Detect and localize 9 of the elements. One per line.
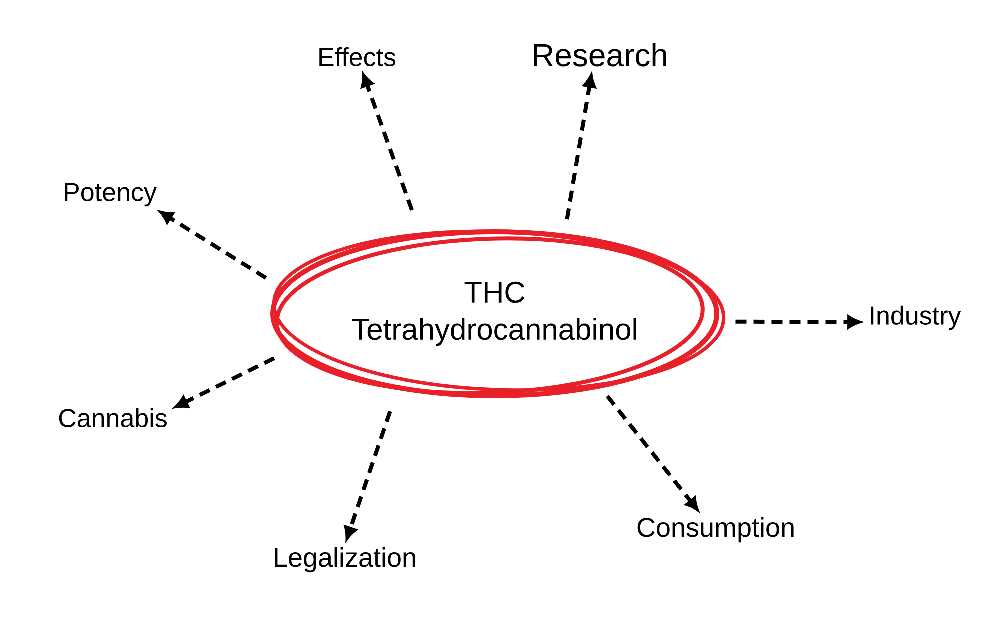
branch-label: Industry — [871, 306, 962, 330]
branch-label: Research — [534, 43, 666, 67]
ellipse-node: THC Tetrahydrocannabinol — [270, 230, 726, 398]
branch-label: Cannabis — [59, 408, 167, 428]
branch-label: Potency — [65, 183, 157, 207]
branch-label: Consumption — [638, 517, 794, 543]
dashed-arrow — [606, 395, 699, 511]
branch-label: Effects — [320, 47, 396, 67]
branch-label: Legalization — [275, 547, 416, 573]
